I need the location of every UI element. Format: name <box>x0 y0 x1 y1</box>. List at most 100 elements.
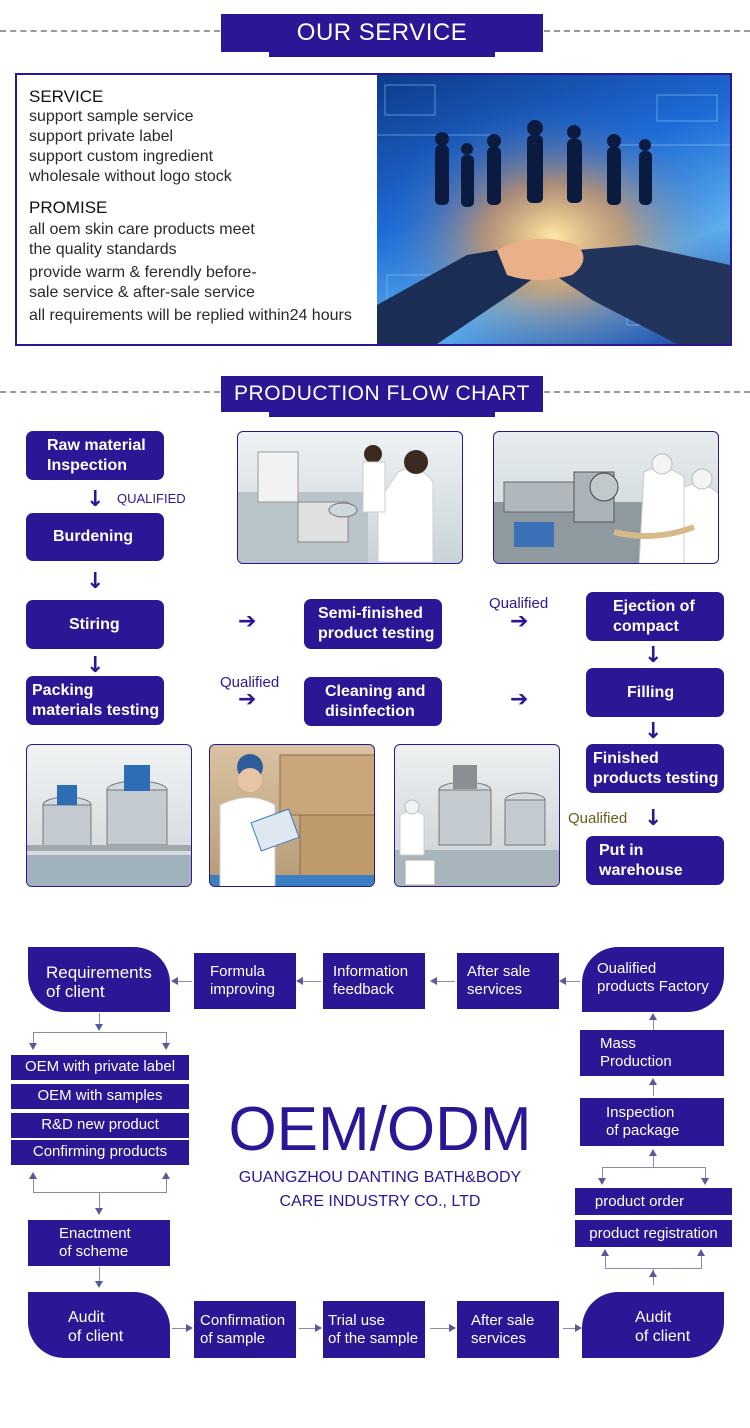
after-sale-bottom: After sale services <box>457 1301 559 1358</box>
information-label: Information <box>333 963 409 980</box>
arrow-up-icon <box>649 1270 657 1277</box>
service-banner: OUR SERVICE <box>221 14 543 57</box>
arrow-down-icon: ↓ <box>86 569 105 594</box>
arrow-up-icon <box>649 1013 657 1020</box>
connector <box>33 1032 167 1033</box>
factory-label: Oualified <box>597 960 657 977</box>
connector <box>99 1267 100 1283</box>
connector <box>566 981 580 982</box>
connector <box>602 1167 603 1179</box>
connector <box>166 1032 167 1044</box>
trial-use-of-sample: Trial use of the sample <box>323 1301 425 1358</box>
arrow-down-icon <box>29 1043 37 1050</box>
connector <box>172 1328 186 1329</box>
step-ejection: Ejection of compact <box>586 592 724 641</box>
step-packing: Packing materials testing <box>26 676 164 725</box>
connector <box>653 1153 654 1167</box>
connector <box>33 1032 34 1044</box>
audit-label: of client <box>68 1328 124 1345</box>
service-item: support private label <box>29 128 174 145</box>
step-label: materials testing <box>32 701 160 719</box>
connector <box>653 1269 654 1285</box>
step-label: Burdening <box>53 528 133 545</box>
connector <box>303 981 321 982</box>
promise-item: all requirements will be replied within2… <box>29 307 352 324</box>
after-sale-top: After sale services <box>457 953 559 1009</box>
inspection-label: of package <box>606 1122 680 1139</box>
step-label: Cleaning and <box>325 682 426 700</box>
connector <box>33 1192 167 1193</box>
requirements-of-client: Requirements of client <box>28 947 170 1012</box>
enactment-label: Enactment <box>59 1225 131 1242</box>
connector <box>166 1178 167 1192</box>
service-panel: SERVICE support sample service support p… <box>15 73 732 346</box>
after-sale-label: After sale <box>471 1311 535 1329</box>
arrow-down-icon <box>598 1178 606 1185</box>
connector <box>430 1328 449 1329</box>
step-label: Ejection of <box>613 597 695 615</box>
step-label: Semi-finished <box>318 605 423 622</box>
factory-photo <box>394 744 560 887</box>
audit-of-client-right: Audit of client <box>582 1292 724 1358</box>
audit-label: of client <box>635 1328 691 1345</box>
inspection-label: Inspection <box>606 1104 675 1121</box>
factory-label: products Factory <box>597 978 709 995</box>
tab-confirming-products: Confirming products <box>11 1140 189 1165</box>
arrow-right-icon: ➔ <box>238 687 257 712</box>
handshake-illustration <box>377 75 730 344</box>
information-feedback: Information feedback <box>323 953 425 1009</box>
formula-label: Formula <box>210 963 266 980</box>
promise-item: provide warm & ferendly before- <box>29 264 257 281</box>
after-sale-label: After sale <box>467 963 531 980</box>
arrow-up-icon <box>601 1249 609 1256</box>
arrow-right-icon <box>186 1324 193 1332</box>
arrow-right-icon <box>575 1324 582 1332</box>
tab-product-order: product order <box>575 1188 732 1215</box>
connector <box>705 1167 706 1179</box>
step-burdening: Burdening <box>26 513 164 561</box>
step-label: Finished <box>593 749 659 767</box>
service-heading: SERVICE <box>29 87 104 106</box>
tab-product-registration: product registration <box>575 1220 732 1247</box>
connector <box>33 1178 34 1192</box>
tab-rd-new-product: R&D new product <box>11 1113 189 1138</box>
trial-label: of the sample <box>328 1329 419 1347</box>
tanks-illustration <box>27 765 191 886</box>
connector <box>605 1268 702 1269</box>
tab-oem-samples: OEM with samples <box>11 1084 189 1109</box>
step-label: Raw material <box>47 436 146 454</box>
company-name-line2: CARE INDUSTRY CO., LTD <box>279 1193 481 1210</box>
service-item: support custom ingredient <box>29 148 214 165</box>
promise-item: all oem skin care products meet <box>29 221 255 238</box>
inspection-of-package: Inspection of package <box>580 1098 724 1146</box>
arrow-down-icon <box>701 1178 709 1185</box>
connector <box>605 1254 606 1268</box>
arrow-up-icon <box>697 1249 705 1256</box>
arrow-down-icon: ↓ <box>86 653 105 678</box>
divider-right <box>544 30 750 32</box>
service-banner-title: OUR SERVICE <box>296 19 468 46</box>
arrow-up-icon <box>162 1172 170 1179</box>
promise-item: sale service & after-sale service <box>29 284 255 301</box>
tab-oem-private-label: OEM with private label <box>11 1055 189 1080</box>
step-label: compact <box>613 617 679 635</box>
divider-left <box>0 391 220 393</box>
connector <box>563 1328 575 1329</box>
arrow-down-icon: ↓ <box>644 719 663 744</box>
banner-tab <box>269 412 495 417</box>
handshake-image <box>377 75 730 344</box>
arrow-left-icon <box>296 977 303 985</box>
audit-label: Audit <box>635 1309 672 1326</box>
connector <box>299 1328 315 1329</box>
connector <box>602 1167 706 1168</box>
arrow-left-icon <box>171 977 178 985</box>
mass-production: Mass Production <box>580 1030 724 1076</box>
qualified-label: Qualified <box>220 674 280 691</box>
arrow-down-icon: ↓ <box>86 487 105 512</box>
step-finished: Finished products testing <box>586 744 724 793</box>
requirements-label: of client <box>46 982 105 1001</box>
service-item: wholesale without logo stock <box>29 168 232 185</box>
arrow-right-icon <box>449 1324 456 1332</box>
connector <box>437 981 455 982</box>
production-banner-title: PRODUCTION FLOW CHART <box>234 382 530 405</box>
